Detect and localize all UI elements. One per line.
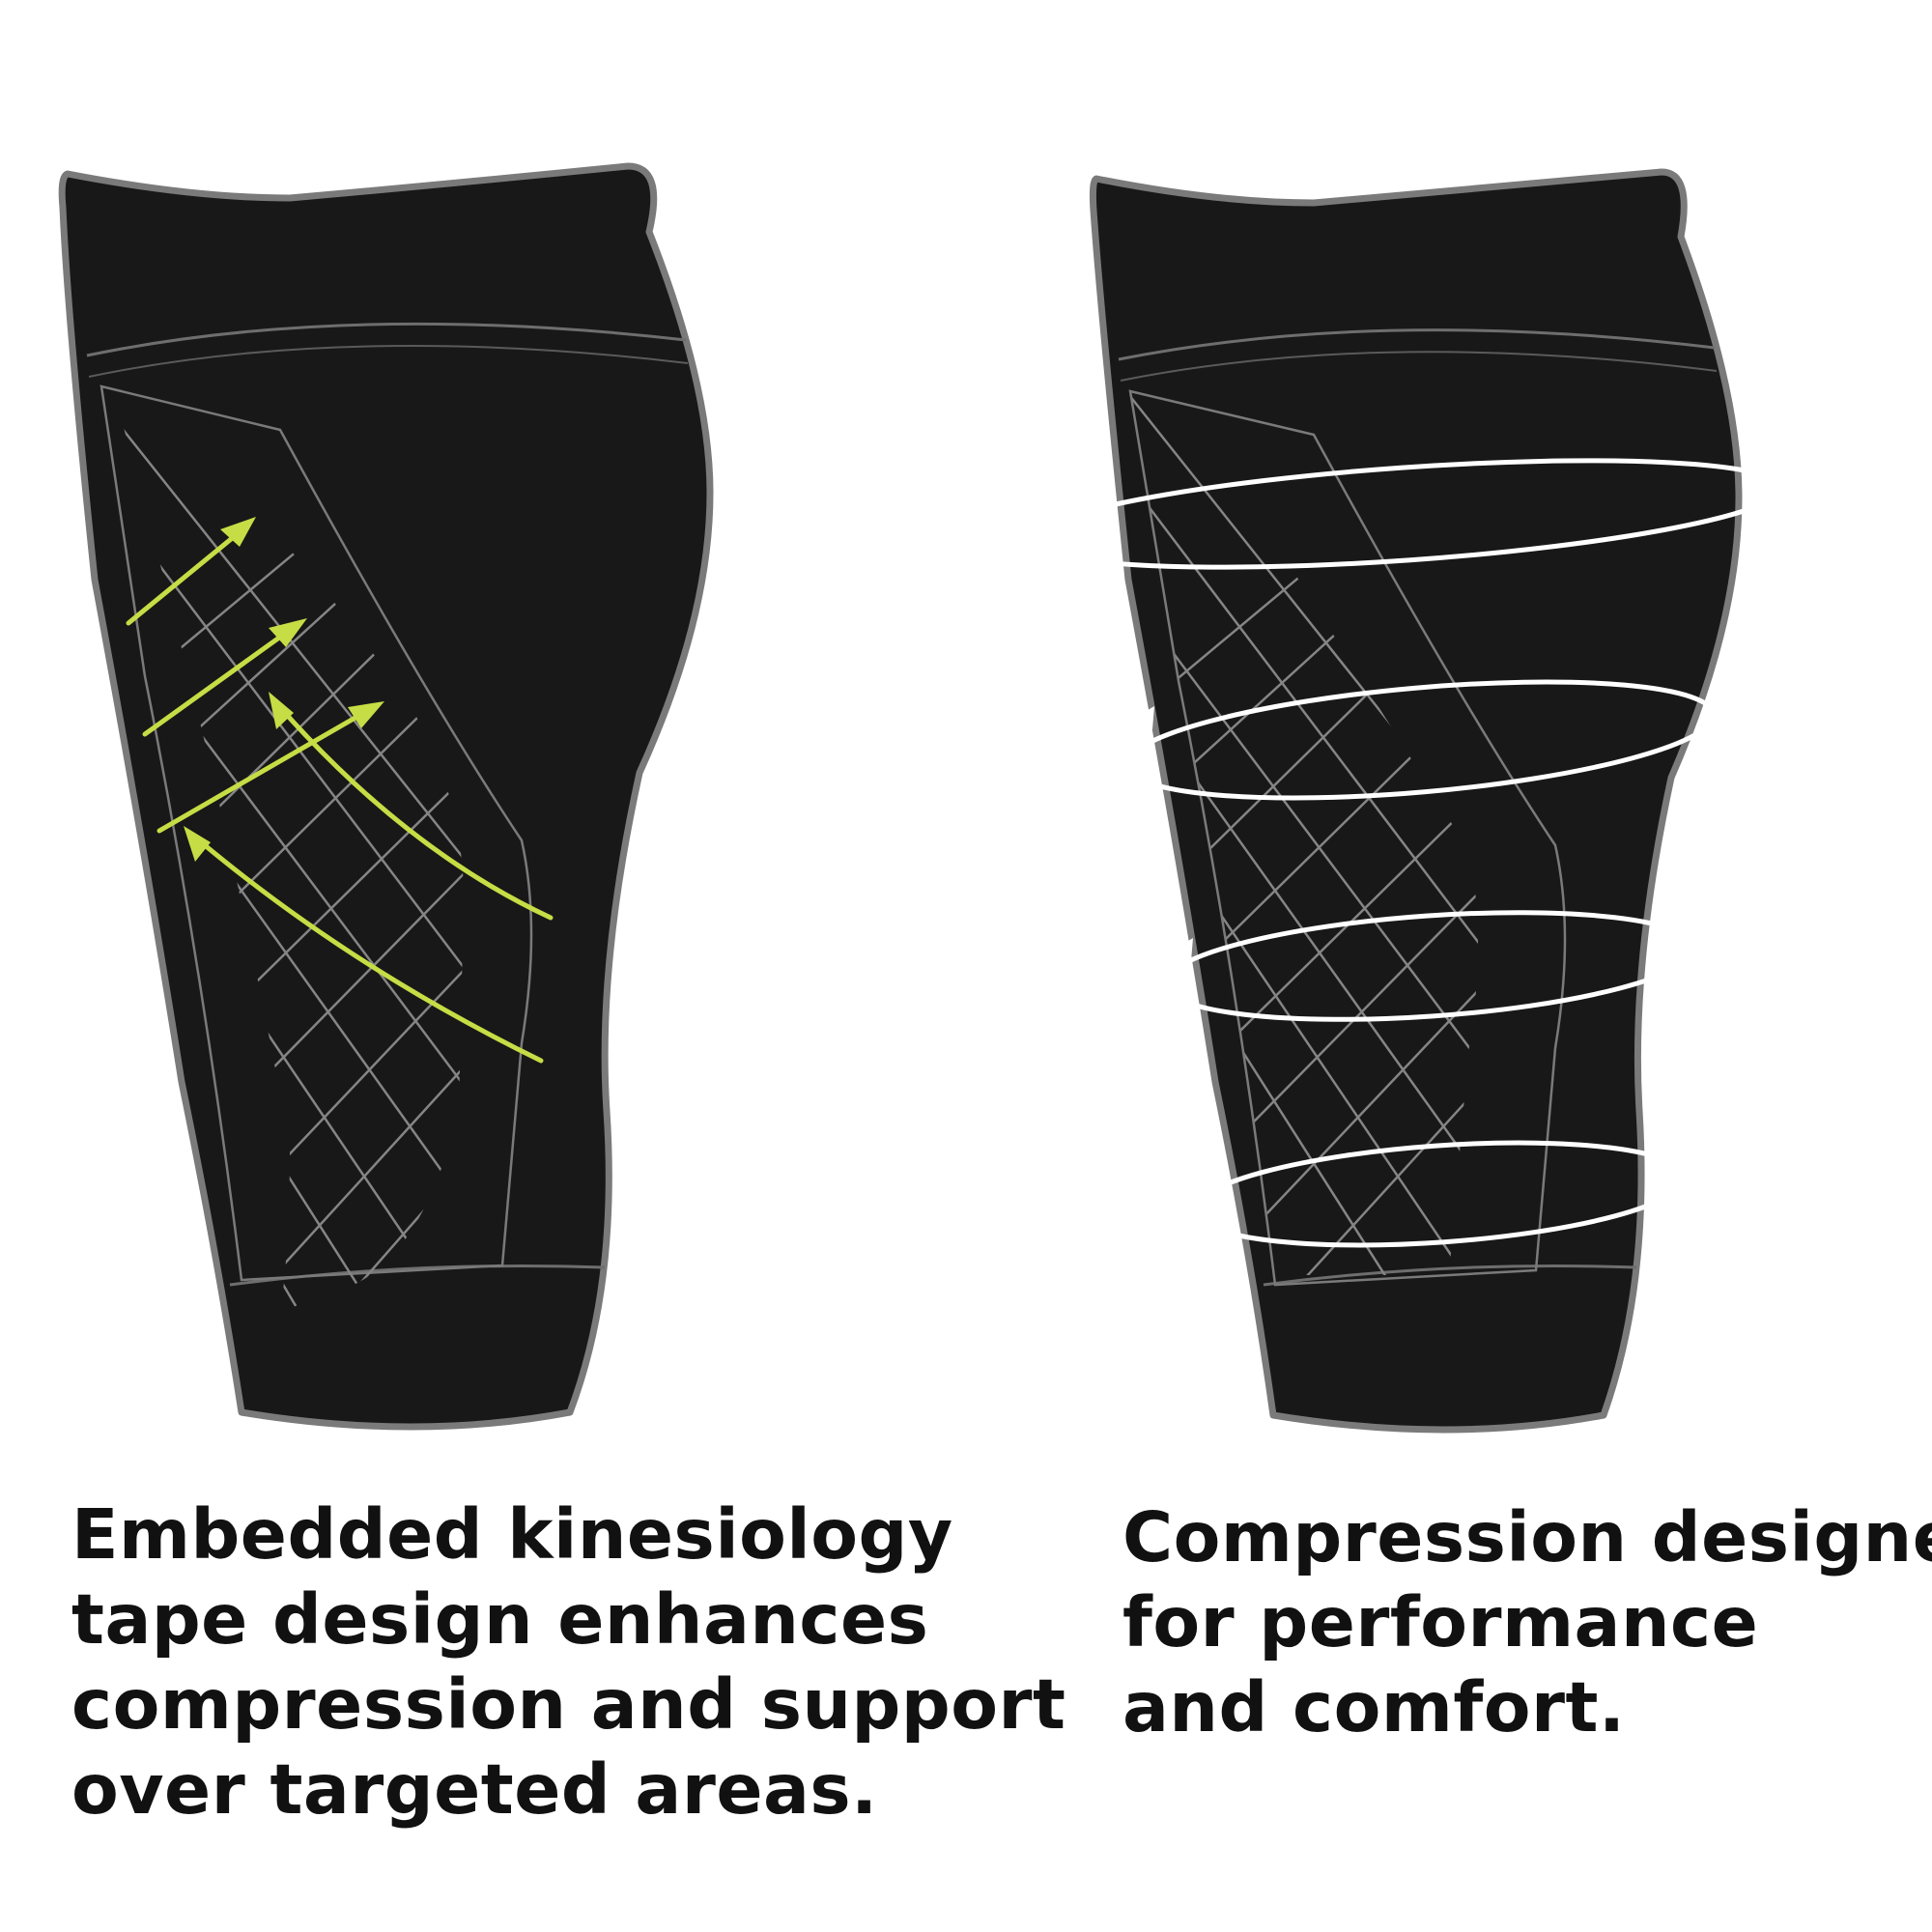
top-cuff-seam [86,322,687,357]
arrow-2 [142,625,296,737]
pattern-panel-outline [1128,389,1567,1287]
top-cuff-seam [1118,328,1716,361]
kinesiology-arrows [126,517,554,1064]
compression-panel: Compression designed for performance and… [966,0,1932,1932]
caption-line: compression and support [71,1664,1066,1745]
calf-sleeve [1089,168,1743,1434]
compression-rings [1027,458,1784,1248]
sleeve-body [1089,168,1743,1434]
arrow-4 [275,702,554,921]
arrow-1 [126,524,249,626]
compression-caption: Compression designed for performance and… [1122,1495,1932,1750]
kinesiology-panel: Embedded kinesiology tape design enhance… [58,162,1065,1830]
kinesiology-caption: Embedded kinesiology tape design enhance… [71,1492,1065,1833]
compression-ring-2 [1123,679,1717,801]
arrow-5 [190,833,544,1064]
caption-line: tape design enhances [71,1579,929,1660]
sleeve-body [58,162,714,1431]
pattern-panel-outline [99,384,533,1282]
arrow-3 [156,705,375,834]
calf-sleeve-kinesiology-illustration [58,162,714,1431]
ring-arrowheads [1092,425,1777,1188]
compression-ring-4 [1191,1140,1688,1248]
caption-line: Compression designed [1122,1497,1932,1577]
top-cuff-seam-inner [1120,351,1718,382]
compression-ring-1 [1027,458,1784,570]
caption-line: and comfort. [1122,1667,1626,1747]
compression-ring-3 [1162,910,1697,1022]
bottom-cuff-seam [1263,1264,1637,1287]
calf-sleeve-compression-illustration [1027,168,1784,1434]
caption-line: over targeted areas. [71,1749,878,1830]
calf-sleeve [58,162,714,1431]
caption-line: for performance [1122,1582,1759,1662]
top-cuff-seam-inner [88,345,689,378]
caption-line: Embedded kinesiology [71,1494,953,1575]
